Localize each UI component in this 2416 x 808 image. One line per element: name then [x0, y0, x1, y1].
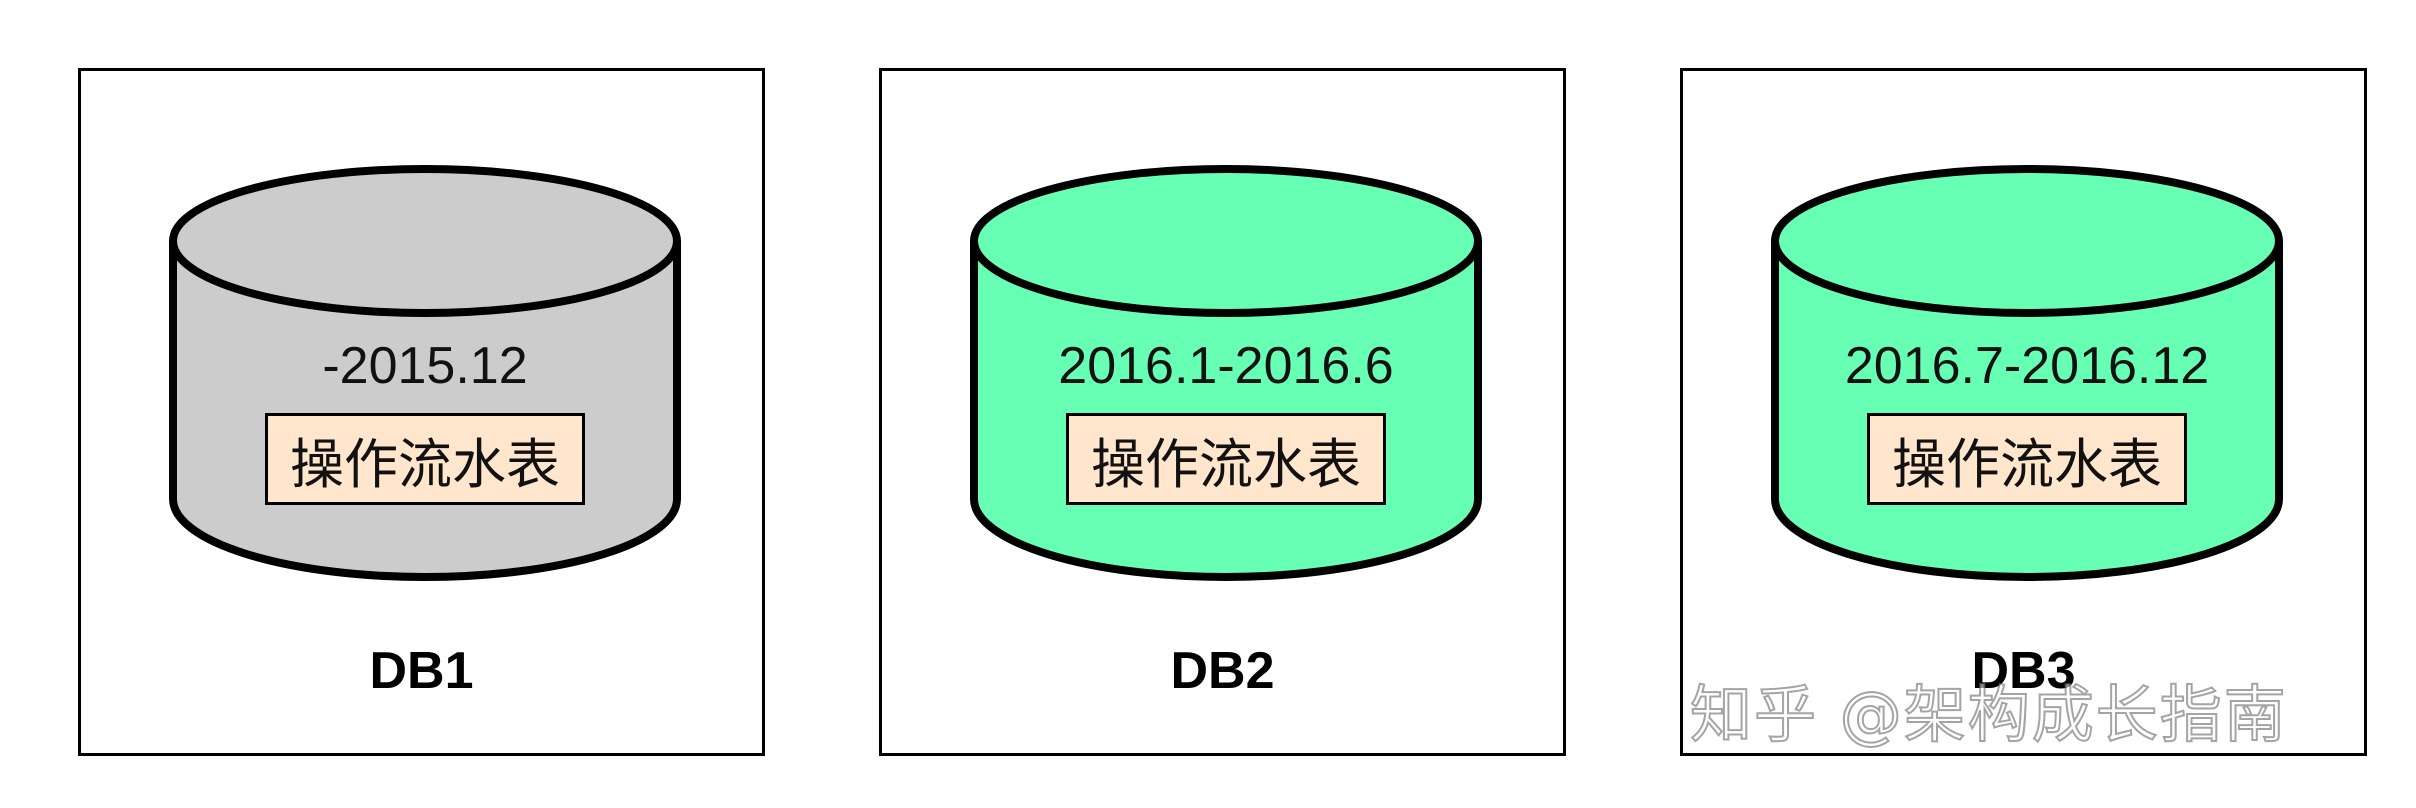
- table-name-label: 操作流水表: [1867, 413, 2187, 505]
- date-range-label: 2016.1-2016.6: [1058, 337, 1394, 395]
- date-range-label: -2015.12: [322, 337, 528, 395]
- table-name-label: 操作流水表: [265, 413, 585, 505]
- db-name-label: DB2: [1170, 642, 1275, 700]
- date-range-label: 2016.7-2016.12: [1844, 337, 2210, 395]
- watermark-text: 知乎 @架构成长指南: [1689, 677, 2288, 752]
- database-cylinder-icon: [970, 165, 1482, 581]
- cylinder-top: [1771, 165, 2283, 317]
- cylinder-top: [970, 165, 1482, 317]
- table-name-label: 操作流水表: [1066, 413, 1386, 505]
- cylinder-top: [169, 165, 681, 317]
- db-name-label: DB1: [369, 642, 474, 700]
- db-panel-db1: -2015.12 操作流水表 DB1: [78, 68, 765, 756]
- database-cylinder-icon: [1771, 165, 2283, 581]
- db-panel-db2: 2016.1-2016.6 操作流水表 DB2: [879, 68, 1566, 756]
- db-name-label: DB3: [1971, 642, 2076, 700]
- database-cylinder-icon: [169, 165, 681, 581]
- db-panel-db3: 2016.7-2016.12 操作流水表 DB3: [1680, 68, 2367, 756]
